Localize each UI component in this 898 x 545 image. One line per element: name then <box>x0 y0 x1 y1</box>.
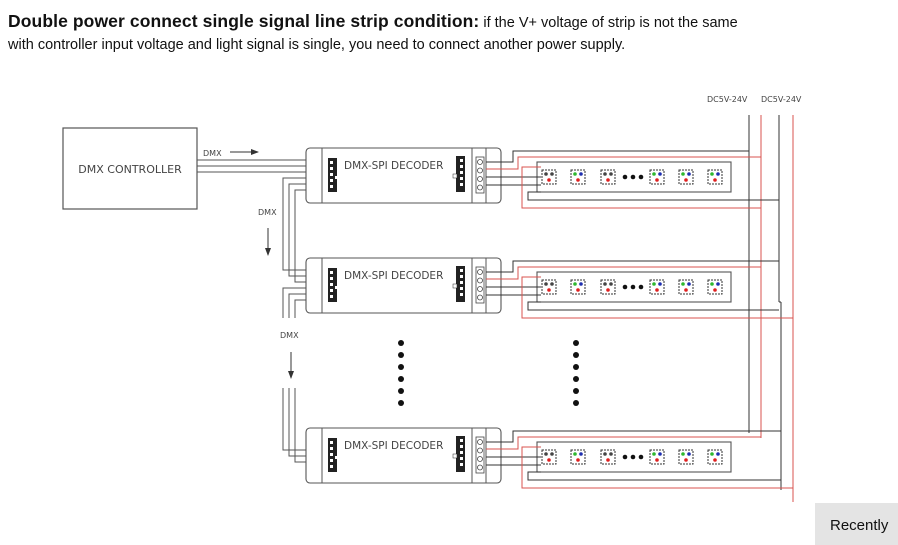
decoder-input-connector <box>328 158 338 192</box>
recently-viewed-tab[interactable]: Recently <box>815 503 898 545</box>
dmx-label-middle: DMX <box>258 208 277 217</box>
decoder-terminal-block <box>475 266 485 304</box>
decoder-label: DMX-SPI DECODER <box>344 160 443 172</box>
dmx-controller-label: DMX CONTROLLER <box>78 163 182 176</box>
dmx-label-top: DMX <box>203 149 222 158</box>
decoder-terminal-block <box>475 436 485 474</box>
power-supply-label-1: DC5V-24V <box>707 95 748 104</box>
led-ellipsis <box>622 284 644 290</box>
led-chip <box>600 449 616 465</box>
strip-wiring <box>486 150 779 209</box>
section-heading: Double power connect single signal line … <box>8 11 480 31</box>
decoder-label: DMX-SPI DECODER <box>344 440 443 452</box>
dmx-spi-decoder: DMX-SPI DECODER <box>305 427 502 484</box>
led-ellipsis <box>622 174 644 180</box>
led-chip <box>600 169 616 185</box>
led-chip <box>649 279 665 295</box>
power-supply-label-2: DC5V-24V <box>761 95 802 104</box>
ellipsis-decoders <box>398 340 404 406</box>
led-chip <box>541 169 557 185</box>
decoder-output-connector <box>452 266 465 302</box>
led-chip <box>570 169 586 185</box>
dmx-spi-decoder: DMX-SPI DECODER <box>305 147 502 204</box>
decoder-terminal-block <box>475 156 485 194</box>
intro-line-1: Double power connect single signal line … <box>8 10 888 34</box>
led-chip <box>678 279 694 295</box>
dmx-controller: DMX CONTROLLER <box>62 127 198 210</box>
decoder-input-connector <box>328 268 338 302</box>
intro-line-2: with controller input voltage and light … <box>8 37 626 53</box>
decoder-label: DMX-SPI DECODER <box>344 270 443 282</box>
recently-viewed-label: Recently <box>830 517 889 534</box>
intro-description-start: if the V+ voltage of strip is not the sa… <box>479 15 738 31</box>
dmx-label-lower: DMX <box>280 331 299 340</box>
controller-wires <box>197 159 322 173</box>
led-chip <box>649 449 665 465</box>
decoder-output-connector <box>452 156 465 192</box>
led-chip <box>678 449 694 465</box>
led-chip <box>649 169 665 185</box>
led-chip <box>707 169 723 185</box>
power-bus <box>748 115 794 502</box>
strip-wiring <box>486 260 793 319</box>
intro-text: Double power connect single signal line … <box>8 10 888 56</box>
led-chip <box>541 449 557 465</box>
led-chip <box>570 449 586 465</box>
led-chip <box>707 449 723 465</box>
ellipsis-strips <box>573 340 579 406</box>
led-strip <box>536 161 732 193</box>
decoder-input-connector <box>328 438 338 472</box>
led-chip <box>707 279 723 295</box>
led-strip <box>536 271 732 303</box>
led-ellipsis <box>622 454 644 460</box>
dmx-spi-decoder: DMX-SPI DECODER <box>305 257 502 314</box>
led-strip <box>536 441 732 473</box>
led-chip <box>678 169 694 185</box>
led-chip <box>541 279 557 295</box>
strip-wiring <box>486 430 793 489</box>
led-chip <box>600 279 616 295</box>
decoder-output-connector <box>452 436 465 472</box>
led-chip <box>570 279 586 295</box>
